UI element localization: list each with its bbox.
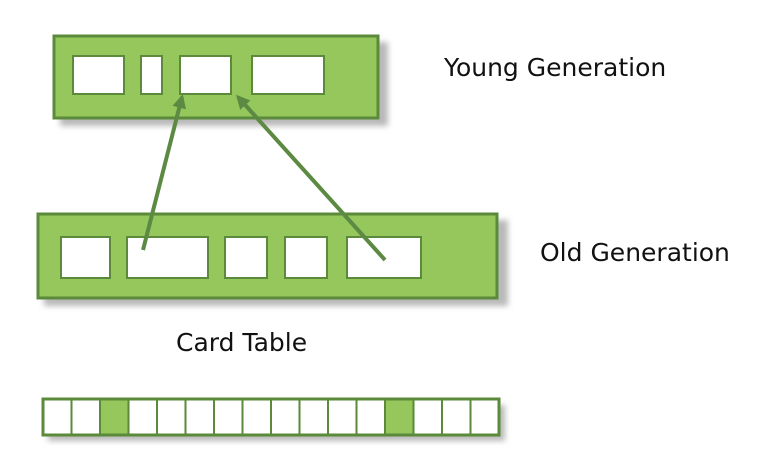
old-object-4 [284, 236, 328, 279]
card-cell-dirty [99, 398, 130, 436]
card-cell [412, 398, 443, 436]
card-cell [298, 398, 329, 436]
young-generation-label: Young Generation [444, 53, 667, 82]
card-cell [184, 398, 215, 436]
old-object-2 [126, 236, 209, 279]
card-cell [127, 398, 158, 436]
card-cell [469, 398, 500, 436]
card-cell-dirty [384, 398, 415, 436]
old-generation [36, 212, 508, 306]
young-object-3 [179, 55, 232, 95]
card-cell [42, 398, 73, 436]
card-table [41, 397, 505, 441]
old-object-1 [60, 236, 111, 279]
reference-arrow-1 [141, 94, 187, 251]
young-object-1 [72, 55, 125, 95]
card-table-border [41, 397, 501, 437]
card-cell [70, 398, 101, 436]
old-generation-label: Old Generation [540, 238, 730, 267]
card-table-label: Card Table [176, 328, 308, 357]
young-object-2 [140, 55, 163, 95]
card-table-cells [41, 397, 501, 437]
card-cell [355, 398, 386, 436]
reference-arrow-2 [235, 94, 387, 262]
card-cell [441, 398, 472, 436]
card-cell [241, 398, 272, 436]
card-cell [213, 398, 244, 436]
card-cell [156, 398, 187, 436]
card-cell [270, 398, 301, 436]
young-object-4 [251, 55, 325, 95]
old-object-3 [224, 236, 268, 279]
young-generation [52, 34, 388, 126]
card-cell [327, 398, 358, 436]
